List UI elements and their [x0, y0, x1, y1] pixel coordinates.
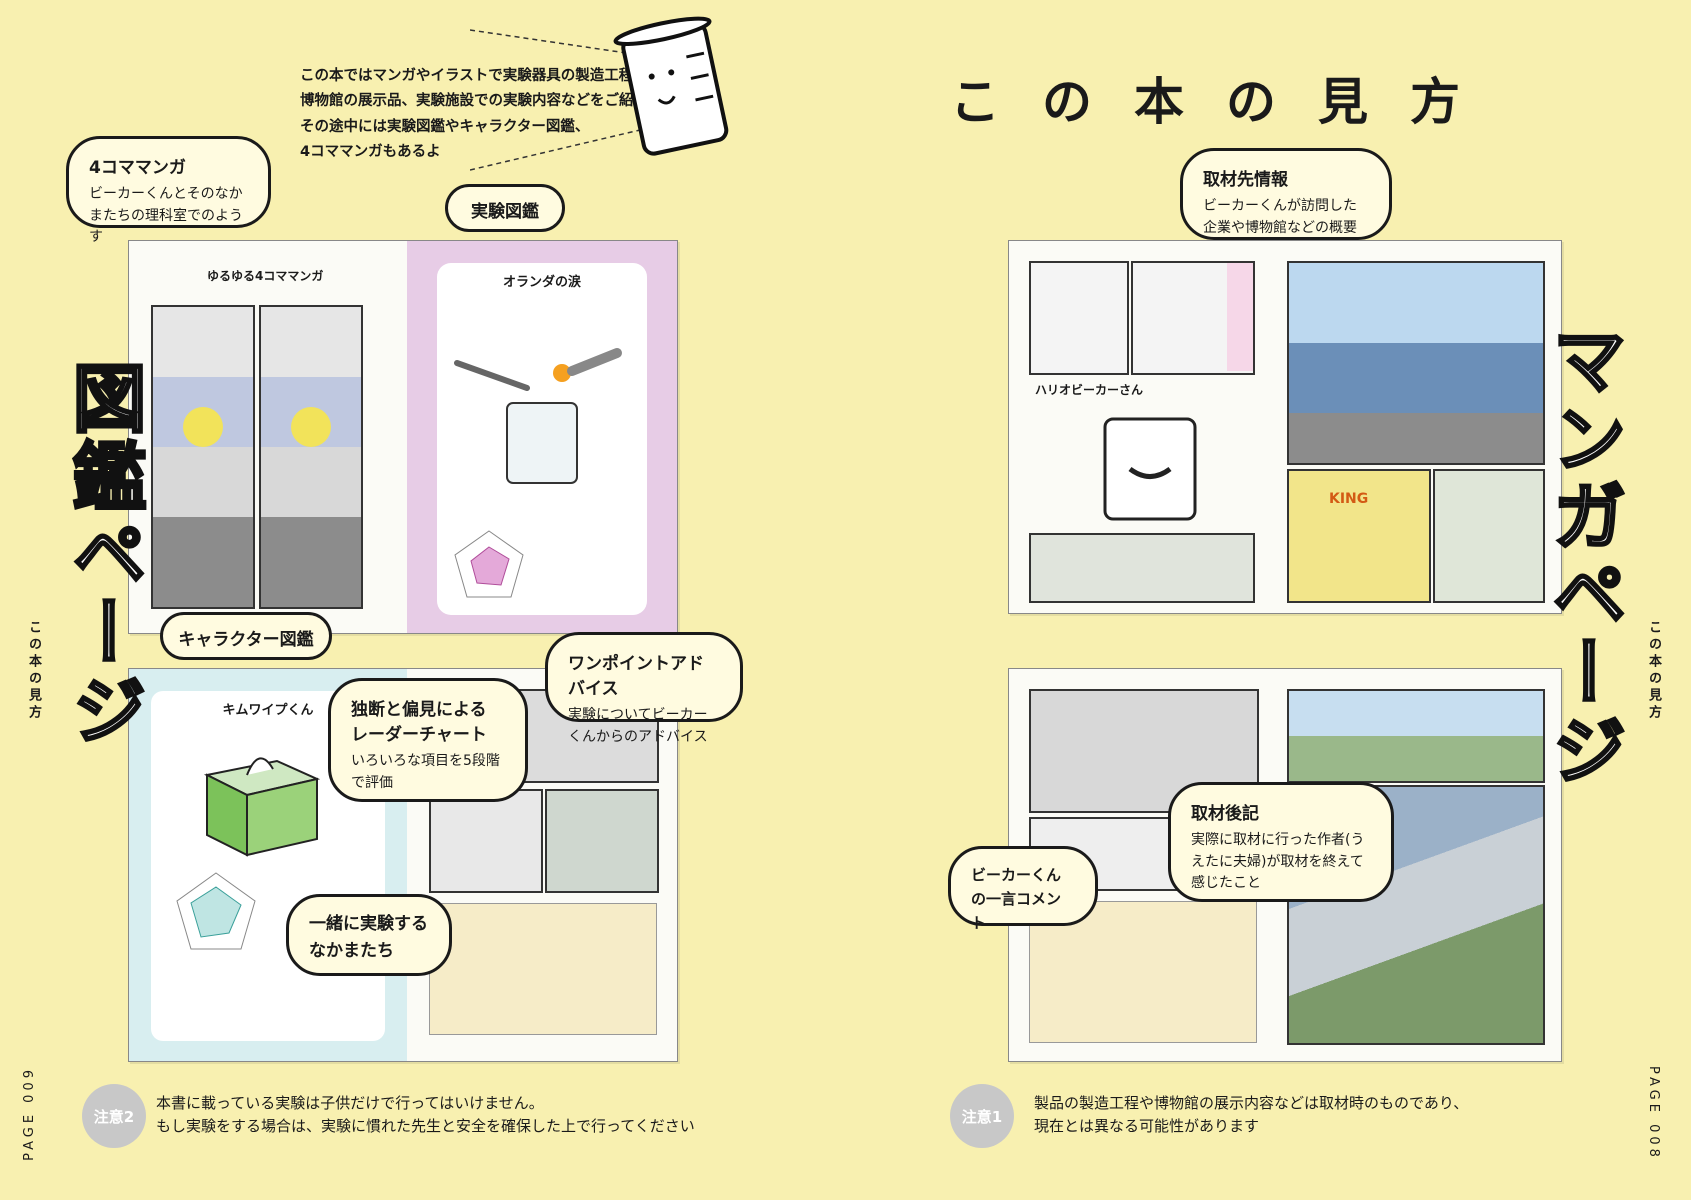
- manga-panel: [259, 305, 363, 609]
- intro-line: その途中には実験図鑑やキャラクター図鑑、: [300, 118, 590, 135]
- manga-panel: [1287, 785, 1545, 1045]
- zukan-spread-top: ゆるゆる4コママンガ オランダの涙: [128, 240, 678, 634]
- intro-line: 博物館の展示品、実験施設での実験内容などをご紹介。: [300, 93, 663, 110]
- oranda-title: オランダの涙: [502, 275, 581, 290]
- bubble-onepoint: ワンポイントアドバイス 実験についてビーカーくんからのアドバイス: [545, 632, 743, 745]
- manga-panel: [1029, 533, 1255, 603]
- manga-panel: [429, 789, 543, 893]
- bubble-chara: キャラクター図鑑: [160, 612, 332, 660]
- notice-text-2: 本書に載っている実験は子供だけで行ってはいけません。 もし実験をする場合は、実験…: [156, 1094, 695, 1136]
- kimwipe-title: キムワイプくん: [222, 703, 314, 718]
- manga-panel: [1433, 469, 1545, 603]
- notice-chip-2: 注意2: [82, 1084, 146, 1148]
- bubble-shuzai-koki: 取材後記 実際に取材に行った作者(うえたに夫婦)が取材を終えて感じたこと: [1168, 782, 1394, 902]
- manga-spread-top: ハリオビーカーさん KING: [1008, 240, 1562, 614]
- bubble-issho: 一緒に実験するなかまたち: [286, 894, 452, 976]
- zukan-page-label: 図鑑ページ: [59, 359, 148, 752]
- intro-line: 4コママンガもあるよ: [300, 144, 441, 161]
- hario-label: ハリオビーカーさん: [1035, 383, 1144, 397]
- side-label-right: この本の見方: [1646, 620, 1661, 722]
- radar-chart-icon: [176, 872, 256, 950]
- intro-line: この本ではマンガやイラストで実験器具の製造工程や、: [300, 68, 662, 84]
- notice-text-1: 製品の製造工程や博物館の展示内容などは取材時のものであり、 現在とは異なる可能性…: [1034, 1094, 1469, 1136]
- page-number-right: PAGE 008: [1646, 1066, 1661, 1161]
- manga-panel: [151, 305, 255, 609]
- kimwipe-box-icon: [203, 757, 321, 857]
- notice-chip-1: 注意1: [950, 1084, 1014, 1148]
- side-label-left: この本の見方: [26, 620, 41, 722]
- page-title: この本の見方: [950, 73, 1502, 131]
- manga-panel: [545, 789, 659, 893]
- intro-text: この本ではマンガやイラストで実験器具の製造工程や、 博物館の展示品、実験施設での…: [300, 64, 663, 166]
- yonkoma-page: ゆるゆる4コママンガ: [129, 241, 407, 633]
- manga-panel: [1131, 261, 1255, 375]
- beaker-mascot-icon: [1103, 417, 1197, 521]
- zukan-page-pink: オランダの涙: [407, 241, 677, 633]
- bubble-yonkoma: 4コママンガ ビーカーくんとそのなかまたちの理科室でのようす: [66, 136, 271, 245]
- beaker-mascot-icon: [470, 16, 729, 171]
- manga-panel: [1287, 261, 1545, 465]
- bubble-zukan: 実験図鑑: [445, 184, 565, 232]
- bubble-comment: ビーカーくんの一言コメント: [948, 846, 1098, 932]
- manga-panel: KING: [1287, 469, 1431, 603]
- king-label: KING: [1329, 491, 1369, 507]
- manga-panel: [1287, 689, 1545, 783]
- radar-chart-icon: [454, 530, 524, 598]
- yonkoma-title: ゆるゆる4コママンガ: [207, 269, 324, 283]
- bubble-shuzai-saki: 取材先情報 ビーカーくんが訪問した企業や博物館などの概要: [1180, 148, 1392, 240]
- page-number-left: PAGE 009: [22, 1066, 37, 1161]
- manga-panel: [1029, 261, 1129, 375]
- beaker-experiment-icon: [454, 348, 622, 484]
- manga-page-label: マンガページ: [1539, 321, 1628, 792]
- bubble-radar: 独断と偏見による レーダーチャート いろいろな項目を5段階で評価: [328, 678, 528, 802]
